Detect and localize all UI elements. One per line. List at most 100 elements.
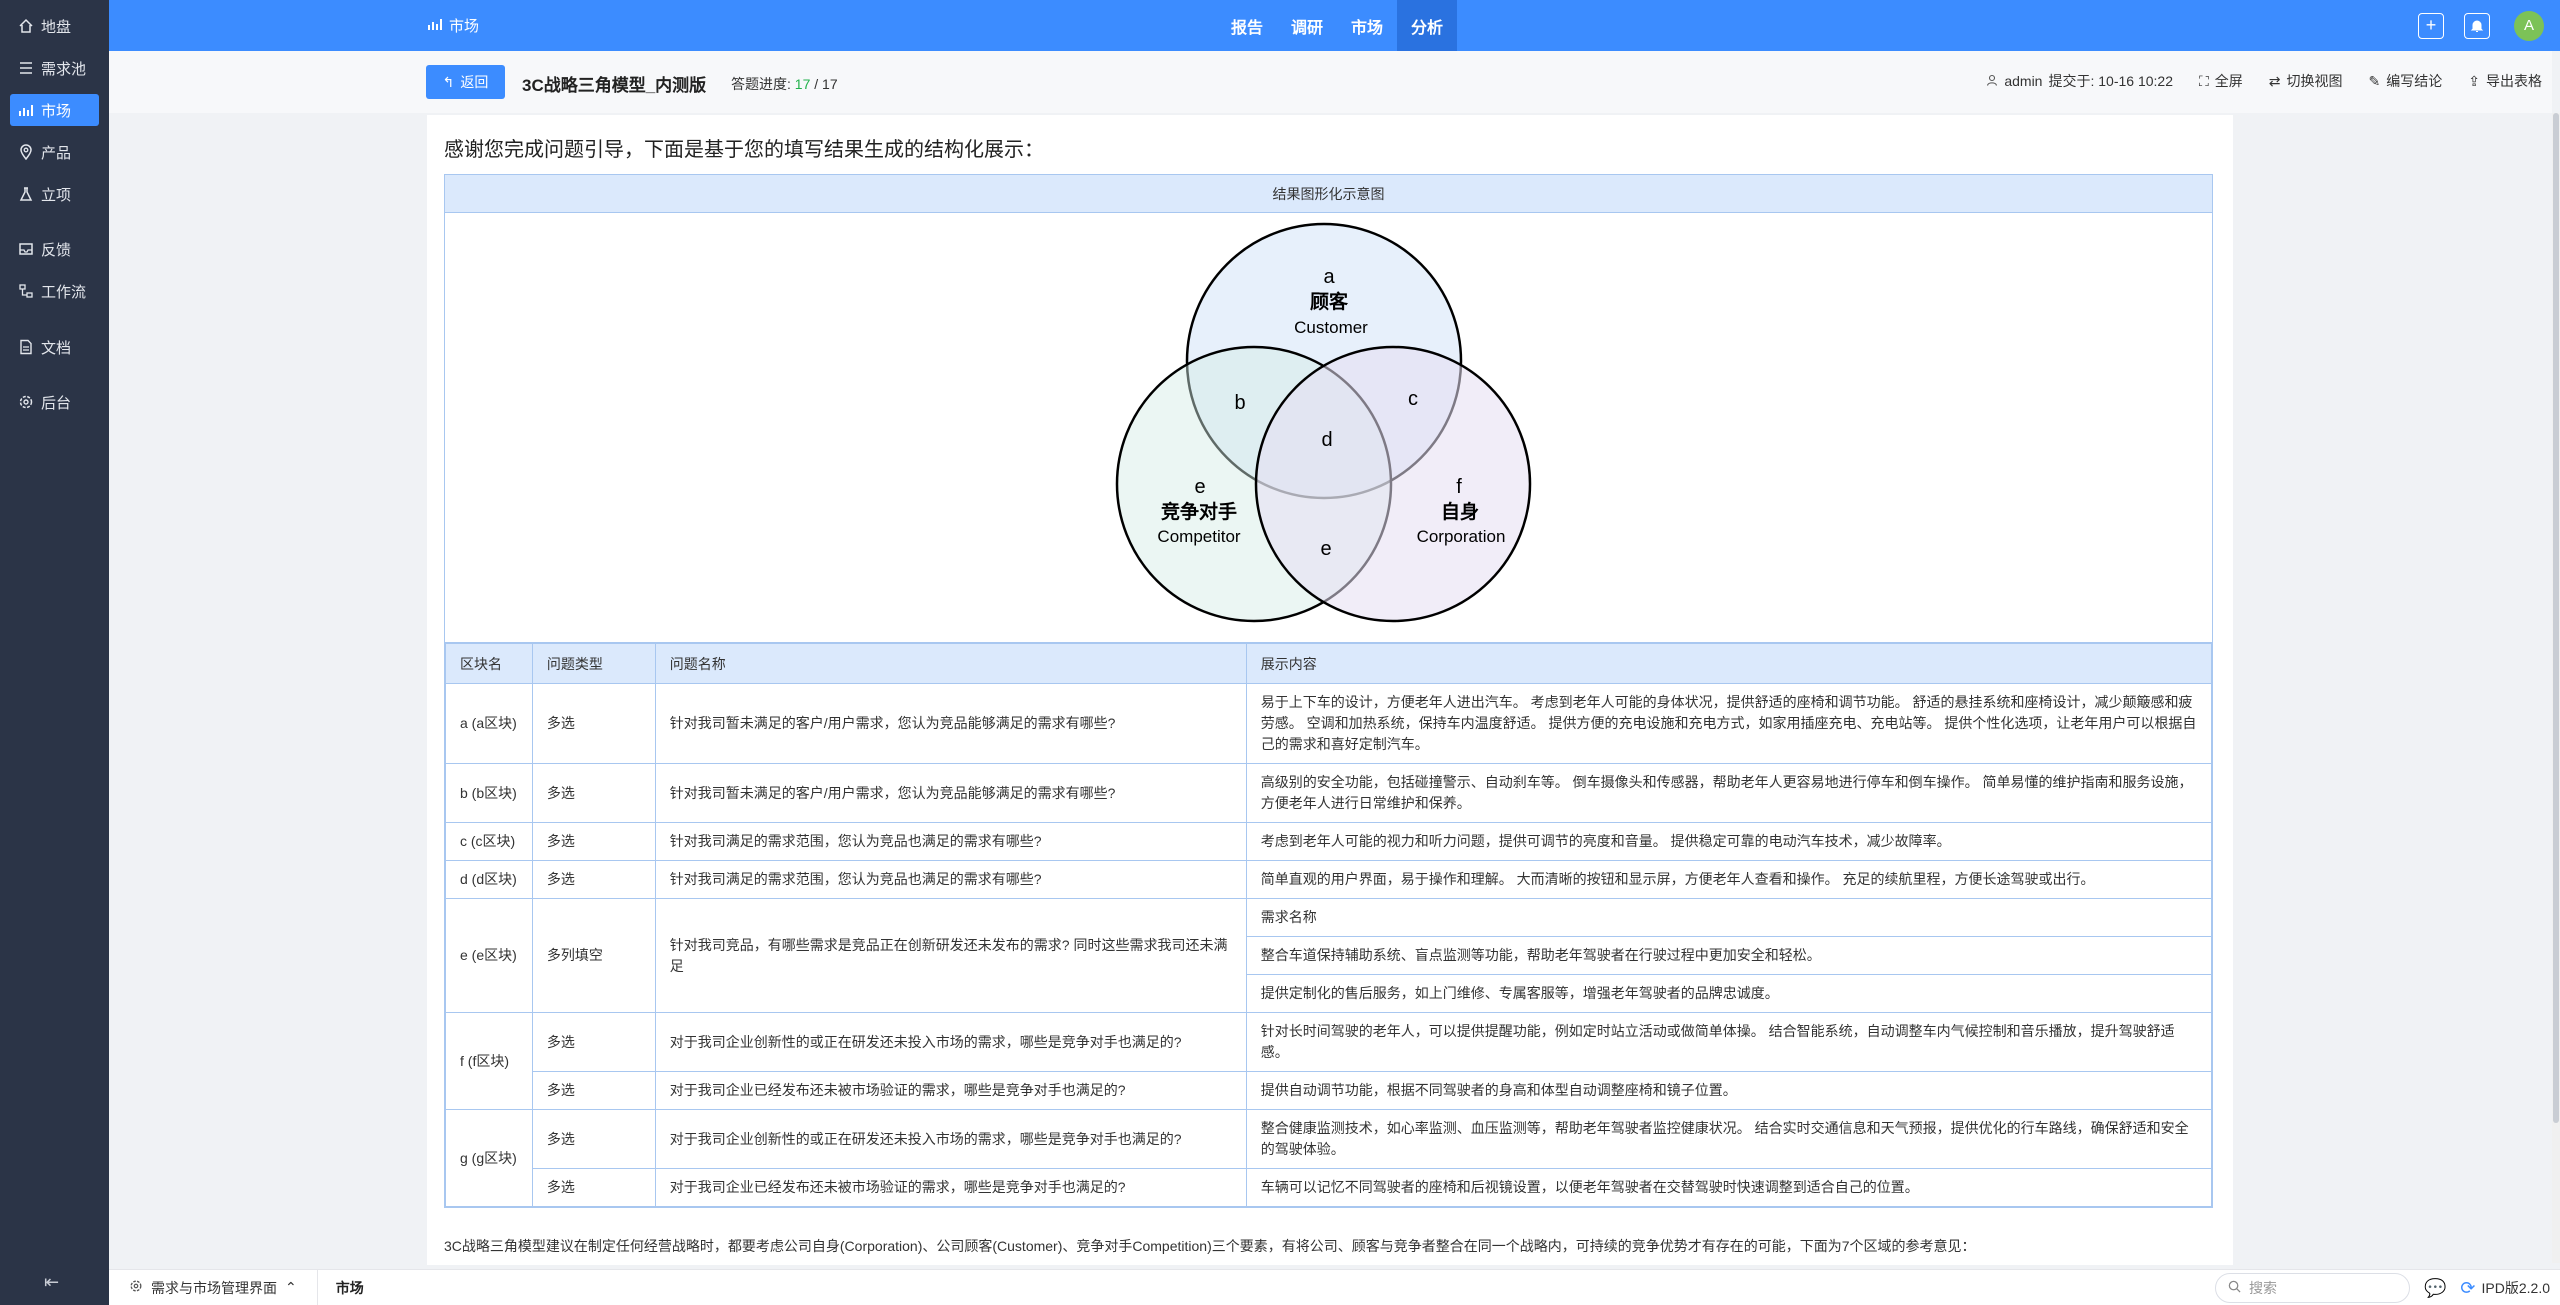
- submit-user: admin: [2004, 73, 2043, 89]
- table-row: d (d区块) 多选 针对我司满足的需求范围，您认为竞品也满足的需求有哪些? 简…: [445, 860, 2213, 899]
- region-e2-letter: e: [1320, 538, 1331, 560]
- workflow-icon: [17, 282, 35, 300]
- location-icon: [17, 143, 35, 161]
- col-header-question: 问题名称: [654, 643, 1247, 684]
- top-icons: + A: [2418, 0, 2544, 51]
- sub-actions: admin 提交于: 10-16 10:22 ⛶ 全屏 ⇄ 切换视图 ✎ 编写结…: [1986, 71, 2542, 91]
- cell-display: 高级别的安全功能，包括碰撞警示、自动刹车等。 倒车摄像头和传感器，帮助老年人更容…: [1245, 763, 2213, 823]
- sidebar-item-product[interactable]: 产品: [10, 136, 99, 168]
- avatar[interactable]: A: [2514, 10, 2544, 41]
- cell-block: g (g区块): [445, 1109, 533, 1207]
- bell-icon[interactable]: [2464, 12, 2490, 39]
- submit-time: 提交于: 10-16 10:22: [2048, 73, 2173, 89]
- sidebar-item-demand-pool[interactable]: 需求池: [10, 52, 99, 84]
- table-row: 多选 对于我司企业已经发布还未被市场验证的需求，哪些是竞争对手也满足的? 提供自…: [446, 1071, 2213, 1110]
- gear-icon: [129, 1279, 143, 1296]
- sidebar-item-market[interactable]: 市场: [10, 94, 99, 126]
- gear-icon: [17, 393, 35, 411]
- progress-done: 17: [794, 76, 811, 92]
- frame-title: 结果图形化示意图: [445, 175, 2212, 213]
- cell-question: 对于我司企业已经发布还未被市场验证的需求，哪些是竞争对手也满足的?: [654, 1168, 1247, 1207]
- venn-svg: a 顾客 Customer b c d e 竞争对手 Competitor e …: [1115, 222, 1532, 623]
- add-icon[interactable]: +: [2418, 12, 2444, 39]
- result-table: 区块名 问题类型 问题名称 展示内容 a (a区块) 多选 针对我司暂未满足的客…: [445, 643, 2213, 1207]
- sidebar-item-label: 立项: [41, 186, 72, 204]
- list-icon: [17, 59, 35, 77]
- user-icon: [1986, 73, 1998, 89]
- version-label: IPD版2.2.0: [2481, 1280, 2550, 1296]
- top-bar: 市场 报告 调研 市场 分析 + A: [109, 0, 2560, 51]
- region-b-letter: b: [1234, 392, 1245, 414]
- venn-diagram: a 顾客 Customer b c d e 竞争对手 Competitor e …: [445, 213, 2212, 643]
- status-bar: 需求与市场管理界面 ⌃ 市场 搜索 💬 ⟳ IPD版2.2.0: [109, 1269, 2560, 1305]
- subtable-cell: 提供定制化的售后服务，如上门维修、专属客服等，增强老年驾驶者的品牌忠诚度。: [1260, 985, 1779, 1001]
- subtable-header: 需求名称: [1246, 899, 2211, 937]
- page-scrollbar[interactable]: [2552, 113, 2560, 1263]
- cell-type: 多选: [531, 683, 656, 764]
- cell-display: 需求名称 整合车道保持辅助系统、盲点监测等功能，帮助老年驾驶者在行驶过程中更加安…: [1245, 898, 2213, 1013]
- back-button[interactable]: ↰ 返回: [426, 65, 505, 99]
- table-header-row: 区块名 问题类型 问题名称 展示内容: [445, 643, 2213, 684]
- cell-display: 考虑到老年人可能的视力和听力问题，提供可调节的亮度和音量。 提供稳定可靠的电动汽…: [1245, 822, 2213, 861]
- ai-chat-icon[interactable]: 💬: [2424, 1277, 2447, 1298]
- intro-text: 感谢您完成问题引导，下面是基于您的填写结果生成的结构化展示：: [444, 139, 1044, 161]
- col-header-display: 展示内容: [1245, 643, 2213, 684]
- sidebar-item-workflow[interactable]: 工作流: [10, 275, 99, 307]
- breadcrumb: 市场: [427, 0, 479, 51]
- chart-icon: [17, 101, 35, 119]
- sidebar-item-home[interactable]: 地盘: [10, 10, 99, 42]
- breadcrumb-label: 市场: [449, 18, 480, 35]
- cell-question: 对于我司企业创新性的或正在研发还未投入市场的需求，哪些是竞争对手也满足的?: [654, 1109, 1247, 1169]
- region-f-letter: f: [1456, 476, 1462, 498]
- customer-cn-label: 顾客: [1310, 290, 1349, 313]
- cell-type: 多选: [531, 1012, 656, 1072]
- sidebar-item-label: 需求池: [41, 60, 87, 78]
- subtable-cell: 整合车道保持辅助系统、盲点监测等功能，帮助老年驾驶者在行驶过程中更加安全和轻松。: [1246, 936, 2211, 975]
- cell-display: 整合健康监测技术，如心率监测、血压监测等，帮助老年驾驶者监控健康状况。 结合实时…: [1245, 1109, 2213, 1169]
- switch-view-button[interactable]: ⇄ 切换视图: [2269, 71, 2343, 91]
- table-row: a (a区块) 多选 针对我司暂未满足的客户/用户需求，您认为竞品能够满足的需求…: [445, 683, 2213, 764]
- search-input[interactable]: 搜索: [2215, 1273, 2410, 1303]
- collapse-sidebar-icon[interactable]: ⇤: [44, 1272, 60, 1292]
- cell-type: 多选: [531, 763, 656, 823]
- region-d-letter: d: [1321, 429, 1332, 451]
- fullscreen-label: 全屏: [2214, 73, 2243, 89]
- top-nav: 报告 调研 市场 分析: [1217, 0, 1458, 51]
- version-info: ⟳ IPD版2.2.0: [2460, 1278, 2550, 1299]
- write-conclusion-button[interactable]: ✎ 编写结论: [2369, 71, 2443, 91]
- sidebar-item-docs[interactable]: 文档: [10, 331, 99, 363]
- cell-type: 多选: [531, 1071, 656, 1110]
- table-row: b (b区块) 多选 针对我司暂未满足的客户/用户需求，您认为竞品能够满足的需求…: [445, 763, 2213, 823]
- table-row: c (c区块) 多选 针对我司满足的需求范围，您认为竞品也满足的需求有哪些? 考…: [445, 822, 2213, 861]
- back-button-label: 返回: [460, 74, 489, 90]
- table-row: g (g区块) 多选 对于我司企业创新性的或正在研发还未投入市场的需求，哪些是竞…: [445, 1109, 2213, 1207]
- nav-report[interactable]: 报告: [1231, 19, 1264, 37]
- fullscreen-button[interactable]: ⛶ 全屏: [2199, 71, 2243, 91]
- sidebar-item-project[interactable]: 立项: [10, 178, 99, 210]
- cell-block: c (c区块): [445, 822, 533, 861]
- cell-display: 针对长时间驾驶的老年人，可以提供提醒功能，例如定时站立活动或做简单体操。 结合智…: [1245, 1012, 2213, 1072]
- status-right: 搜索 💬 ⟳ IPD版2.2.0: [2215, 1273, 2550, 1303]
- sidebar-item-admin[interactable]: 后台: [10, 386, 99, 418]
- sidebar-item-label: 后台: [41, 394, 72, 412]
- switch-icon: ⇄: [2268, 72, 2281, 89]
- cell-question: 针对我司满足的需求范围，您认为竞品也满足的需求有哪些?: [654, 822, 1247, 861]
- cell-block: e (e区块): [445, 898, 533, 1013]
- nav-research[interactable]: 调研: [1291, 19, 1324, 37]
- export-icon: ⇪: [2468, 72, 2480, 89]
- region-c-letter: c: [1408, 388, 1418, 410]
- module-switcher[interactable]: 需求与市场管理界面 ⌃: [109, 1269, 318, 1305]
- back-arrow-icon: ↰: [442, 73, 455, 90]
- cell-display: 提供自动调节功能，根据不同驾驶者的身高和体型自动调整座椅和镜子位置。: [1245, 1071, 2213, 1110]
- progress-label: 答题进度:: [731, 76, 791, 92]
- customer-en-label: Customer: [1294, 318, 1368, 337]
- open-tab-market[interactable]: 市场: [335, 1279, 364, 1296]
- table-row: 多选 对于我司企业已经发布还未被市场验证的需求，哪些是竞争对手也满足的? 车辆可…: [446, 1168, 2213, 1207]
- refresh-icon: ⟳: [2460, 1277, 2476, 1298]
- search-placeholder: 搜索: [2249, 1280, 2277, 1296]
- nav-market[interactable]: 市场: [1351, 19, 1384, 37]
- nav-analysis[interactable]: 分析: [1397, 0, 1458, 51]
- export-table-button[interactable]: ⇪ 导出表格: [2468, 71, 2542, 91]
- scrollbar-thumb[interactable]: [2553, 113, 2559, 1123]
- sidebar-item-feedback[interactable]: 反馈: [10, 233, 99, 265]
